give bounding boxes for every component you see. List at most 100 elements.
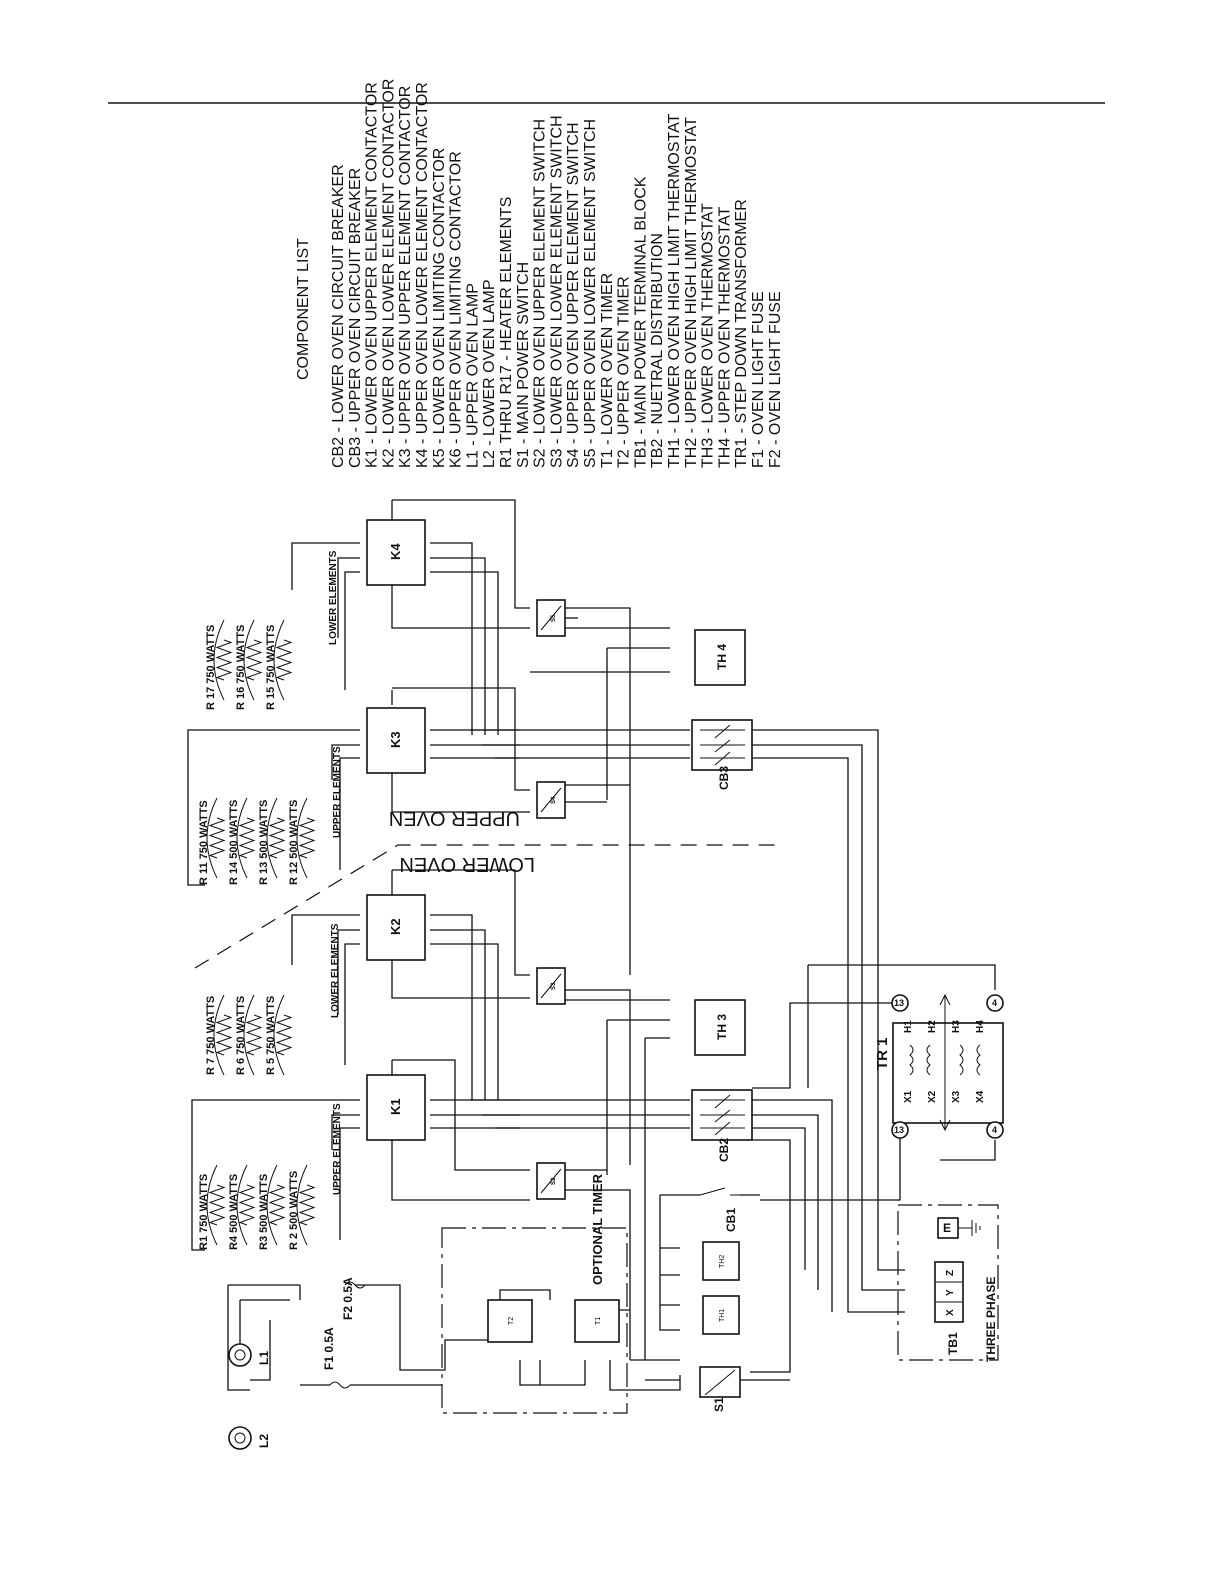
component-list: COMPONENT LIST (295, 238, 312, 380)
timer-t2: T2 (487, 1299, 533, 1343)
k2-lower-elements-label: LOWER ELEMENTS (330, 923, 341, 1018)
s1-main-switch: S1 (699, 1366, 741, 1412)
th3-label: TH 3 (715, 1014, 729, 1040)
k1-upper-elements-label: UPPER ELEMENTS (332, 1103, 343, 1195)
three-phase-label: THREE PHASE (984, 1277, 998, 1362)
tr1-label: TR 1 (874, 1037, 891, 1070)
switch-s4: S4 (536, 781, 566, 819)
heater-label: R3 500 WATTS (258, 1174, 270, 1250)
heater-label: R 7 750 WATTS (205, 996, 217, 1075)
s2-label: S2 (551, 1177, 557, 1185)
k1-label: K1 (388, 1098, 403, 1115)
k3-label: K3 (388, 731, 403, 748)
component-list-item: TH1 - LOWER OVEN HIGH LIMIT THERMOSTAT (666, 113, 683, 468)
th4: TH 4 (694, 629, 746, 686)
component-list-item: K2 - LOWER OVEN LOWER ELEMENT CONTACTOR (380, 79, 397, 468)
tap-4-top: 4 (992, 998, 997, 1008)
component-list-item: F2 - OVEN LIGHT FUSE (767, 291, 784, 468)
contactor-k1: K1L1L2L3L4 (366, 1074, 426, 1141)
th3: TH 3 (694, 999, 746, 1056)
tap-13-top: 13 (894, 998, 904, 1008)
k4-label: K4 (388, 543, 403, 560)
cb3-label: CB3 (717, 766, 731, 790)
primary-2: H3 (951, 1020, 962, 1033)
heater-label: R4 500 WATTS (228, 1174, 240, 1250)
heater-label: R 14 500 WATTS (228, 800, 240, 885)
primary-1: H2 (927, 1020, 938, 1033)
cb2-label: CB2 (717, 1138, 731, 1162)
heater-label: R 5 750 WATTS (265, 996, 277, 1075)
component-list-item: CB2 - LOWER OVEN CIRCUIT BREAKER (330, 164, 347, 468)
s4-label: S4 (551, 796, 557, 804)
lamp-l1: L1 (228, 1343, 271, 1367)
tb1-ground: E (943, 1221, 951, 1235)
cb1: CB1 (699, 1187, 740, 1232)
contactor-k4: K4L1L2L3L4 (366, 519, 426, 586)
l1-label: L1 (257, 1351, 271, 1365)
component-list-title: COMPONENT LIST (295, 238, 312, 380)
switch-s3: S3 (536, 967, 566, 1005)
component-list-item: K5 - LOWER OVEN LIMITING CONTACTOR (431, 148, 448, 468)
component-list-item: L1 - UPPER OVEN LAMP (464, 283, 481, 468)
f2-label: F2 0.5A (341, 1277, 355, 1320)
secondary-2: X3 (951, 1090, 962, 1103)
component-list-item: K4 - UPPER OVEN LOWER ELEMENT CONTACTOR (414, 82, 431, 468)
tb-terminal-1: Y (945, 1289, 956, 1296)
component-list-item: TH4 - UPPER OVEN THERMOSTAT (716, 206, 733, 468)
tb-terminal-2: Z (945, 1270, 956, 1276)
tap-13-bottom: 13 (894, 1125, 904, 1135)
tb-terminal-0: X (945, 1309, 956, 1316)
component-list-item: S1 - MAIN POWER SWITCH (515, 262, 532, 468)
fuse-f2: F2 0.5A (341, 1277, 366, 1320)
heater-label: R 15 750 WATTS (265, 625, 277, 710)
lamp-l2: L2 (228, 1426, 271, 1450)
fuse-f1: F1 0.5A (322, 1327, 351, 1389)
t2-label: T2 (508, 1317, 515, 1325)
three-phase-box (897, 1204, 999, 1361)
component-list-item: L2 - LOWER OVEN LAMP (481, 280, 498, 469)
component-list-item: TB1 - MAIN POWER TERMINAL BLOCK (632, 176, 649, 468)
component-list-item: K6 - UPPER OVEN LIMITING CONTACTOR (448, 151, 465, 468)
primary-0: H1 (903, 1020, 914, 1033)
component-list-item: CB3 - UPPER OVEN CIRCUIT BREAKER (347, 168, 364, 468)
component-list-item: F1 - OVEN LIGHT FUSE (750, 291, 767, 468)
component-list-item: TB2 - NUETRAL DISTRIBUTION (649, 233, 666, 468)
s3-label: S3 (551, 982, 557, 990)
oven-divider (194, 844, 780, 969)
cb2: CB2 (691, 1089, 753, 1162)
component-list-item: S5 - UPPER OVEN LOWER ELEMENT SWITCH (582, 119, 599, 468)
heater-label: R 6 750 WATTS (235, 996, 247, 1075)
component-list-item: R1 THRU R17 - HEATER ELEMENTS (498, 197, 515, 468)
heater-label: R 11 750 WATTS (198, 800, 210, 885)
cb3: CB3 (691, 719, 753, 790)
primary-3: H4 (975, 1020, 986, 1033)
component-list-item: T2 - UPPER OVEN TIMER (616, 276, 633, 468)
secondary-1: X2 (927, 1090, 938, 1103)
heater-label: R 16 750 WATTS (235, 625, 247, 710)
switch-s2: S2 (536, 1162, 566, 1200)
k3-upper-elements-label: UPPER ELEMENTS (332, 746, 343, 838)
component-list-item: K3 - UPPER OVEN UPPER ELEMENT CONTACTOR (397, 86, 414, 468)
heater-group-lower-lower: R 7 750 WATTS R 6 750 WATTS R 5 750 WATTS (205, 994, 293, 1076)
timer-t1: T1 (574, 1299, 620, 1343)
th1: TH1 (702, 1295, 740, 1335)
optional-timer-label: OPTIONAL TIMER (590, 1173, 605, 1285)
optional-timer-box (441, 1227, 628, 1414)
upper-oven-label: UPPER OVEN (389, 807, 520, 829)
l2-label: L2 (257, 1434, 271, 1448)
component-list-item: T1 - LOWER OVEN TIMER (599, 273, 616, 468)
component-list-item: TH2 - UPPER OVEN HIGH LIMIT THERMOSTAT (683, 117, 700, 468)
th2-label: TH2 (719, 1255, 726, 1268)
th4-label: TH 4 (715, 644, 729, 670)
component-list-item: S3 - LOWER OVEN LOWER ELEMENT SWITCH (548, 115, 565, 468)
tb1-label: TB1 (946, 1332, 960, 1355)
heater-label: R 17 750 WATTS (205, 625, 217, 710)
component-list-item: S2 - LOWER OVEN UPPER ELEMENT SWITCH (532, 119, 549, 468)
k2-label: K2 (388, 918, 403, 935)
f1-label: F1 0.5A (322, 1327, 336, 1370)
